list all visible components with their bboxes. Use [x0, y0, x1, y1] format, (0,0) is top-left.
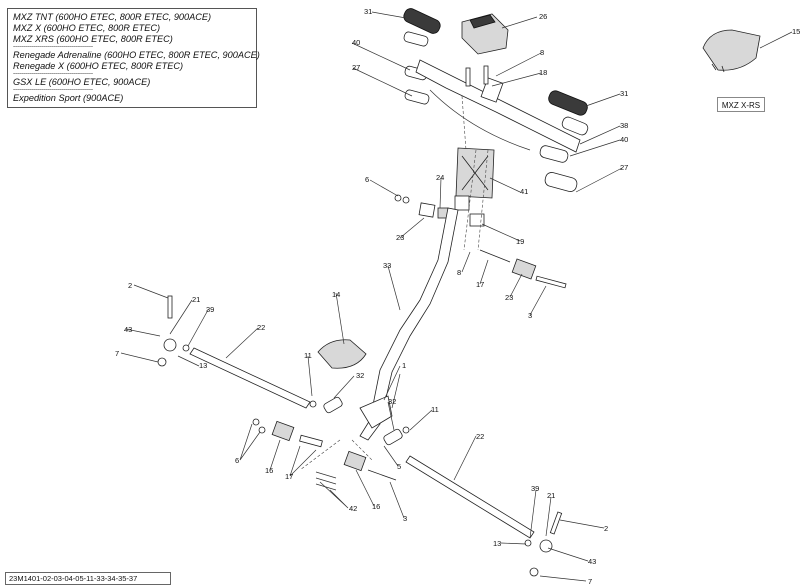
callout-42: 42 — [349, 504, 357, 513]
tie-rod-22-left — [189, 347, 311, 409]
callout-numbers: 31 26 15 40 8 18 27 31 38 40 6 24 27 41 … — [115, 7, 800, 586]
callout-31: 31 — [620, 89, 628, 98]
callout-39: 39 — [206, 305, 214, 314]
callout-7: 7 — [588, 577, 592, 586]
clamp-18 — [465, 65, 504, 103]
separator-line: ---------------------------------------- — [13, 88, 93, 93]
callout-5: 5 — [397, 462, 401, 471]
callout-40: 40 — [352, 38, 360, 47]
callout-2: 2 — [604, 524, 608, 533]
callout-2: 2 — [128, 281, 132, 290]
tie-rod-end-right — [524, 511, 563, 577]
callout-13: 13 — [493, 539, 501, 548]
grip-31-top — [403, 8, 441, 34]
tie-rod-end-left — [157, 295, 190, 367]
heater-block-26 — [461, 13, 509, 55]
ball-joint-32-left — [309, 396, 343, 414]
callout-43: 43 — [588, 557, 596, 566]
callout-22: 22 — [257, 323, 265, 332]
callout-1: 1 — [402, 361, 406, 370]
callout-40: 40 — [620, 135, 628, 144]
callout-16: 16 — [372, 502, 380, 511]
callout-21: 21 — [192, 295, 200, 304]
callout-8: 8 — [540, 48, 544, 57]
callout-21: 21 — [547, 491, 555, 500]
callout-23: 23 — [505, 293, 513, 302]
callout-8: 8 — [457, 268, 461, 277]
callout-11: 11 — [431, 405, 439, 414]
callout-33: 33 — [383, 261, 391, 270]
callout-6: 6 — [235, 456, 239, 465]
handlebar-38 — [415, 59, 581, 153]
document-code: 23M1401-02-03-04-05-11-33-34-35-37 — [5, 572, 171, 585]
springs-42 — [315, 471, 337, 491]
separator-line: ---------------------------------------- — [13, 72, 93, 77]
steering-column-33 — [359, 207, 459, 441]
callout-19: 19 — [516, 237, 524, 246]
callout-22: 22 — [476, 432, 484, 441]
models-applicability-box: MXZ TNT (600HO ETEC, 800R ETEC, 900ACE) … — [7, 8, 260, 108]
callout-32: 32 — [388, 397, 396, 406]
riser-block-41 — [455, 147, 495, 199]
pitman-arm-1 — [359, 395, 393, 429]
callout-18: 18 — [539, 68, 547, 77]
model-line: Expedition Sport (900ACE) — [13, 93, 124, 103]
callout-31: 31 — [364, 7, 372, 16]
callout-17: 17 — [476, 280, 484, 289]
callout-14: 14 — [332, 290, 340, 299]
callout-24: 24 — [436, 173, 444, 182]
callout-7: 7 — [115, 349, 119, 358]
callout-11: 11 — [304, 351, 312, 360]
leader-lines — [120, 11, 793, 582]
callout-6: 6 — [365, 175, 369, 184]
callout-41: 41 — [520, 187, 528, 196]
cover-14 — [317, 339, 367, 369]
callout-39: 39 — [531, 484, 539, 493]
model-line: GSX LE (600HO ETEC, 900ACE) — [13, 77, 151, 87]
model-line: Renegade Adrenaline (600HO ETEC, 800R ET… — [13, 50, 260, 60]
model-line: Renegade X (600HO ETEC, 800R ETEC) — [13, 61, 184, 71]
variant-label: MXZ X-RS — [717, 97, 765, 112]
callout-16: 16 — [265, 466, 273, 475]
tie-rod-22-right — [405, 455, 535, 539]
bolt-3-lower — [367, 469, 397, 481]
handguard-15 — [702, 29, 761, 73]
grip-tube-right — [539, 145, 578, 192]
callout-27: 27 — [620, 163, 628, 172]
steering-clamp-upper — [394, 194, 485, 227]
lower-clamp-16 — [252, 418, 367, 472]
separator-line: ---------------------------------------- — [13, 45, 93, 50]
callout-43: 43 — [124, 325, 132, 334]
callout-17: 17 — [285, 472, 293, 481]
steering-clamp-lower-right — [479, 249, 567, 289]
model-line: MXZ TNT (600HO ETEC, 800R ETEC, 900ACE) — [13, 12, 212, 22]
callout-3: 3 — [528, 311, 532, 320]
callout-32: 32 — [356, 371, 364, 380]
grip-31-right — [548, 90, 589, 136]
callout-15: 15 — [792, 27, 800, 36]
callout-27: 27 — [352, 63, 360, 72]
callout-26: 26 — [539, 12, 547, 21]
parts-drawings — [157, 8, 761, 577]
model-line: MXZ XRS (600HO ETEC, 800R ETEC) — [13, 34, 173, 44]
callout-38: 38 — [620, 121, 628, 130]
callout-23: 23 — [396, 233, 404, 242]
ball-joint-32-right — [383, 426, 410, 446]
callout-3: 3 — [403, 514, 407, 523]
callout-13: 13 — [199, 361, 207, 370]
model-line: MXZ X (600HO ETEC, 800R ETEC) — [13, 23, 161, 33]
